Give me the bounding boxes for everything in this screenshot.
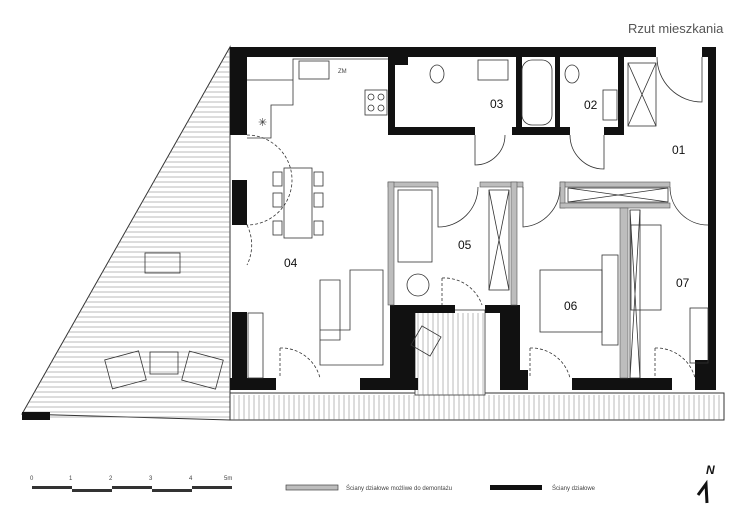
furniture (104, 58, 709, 390)
legend: Ściany działowe możliwe do demontażu Ści… (285, 484, 596, 492)
scale-tick: 5m (224, 476, 232, 482)
legend-swatch-removable (285, 484, 339, 491)
legend-swatch-partition (490, 485, 542, 490)
room-label-06: 06 (564, 299, 578, 313)
room-label-03: 03 (490, 97, 504, 111)
legend-label-partition: Ściany działowe (552, 484, 596, 492)
terrace (21, 45, 231, 421)
ventilation-icon: ✳ (258, 117, 267, 129)
fridge-label: ZM (338, 69, 347, 75)
balcony (229, 309, 725, 421)
scale-bar: 0 1 2 3 4 5m (30, 476, 232, 492)
north-arrow-icon: N (696, 463, 715, 504)
scale-tick: 3 (149, 476, 153, 482)
room-label-05: 05 (458, 238, 472, 252)
room-label-02: 02 (584, 98, 598, 112)
legend-label-removable: Ściany działowe możliwe do demontażu (346, 484, 452, 492)
walls (230, 47, 716, 390)
scale-tick: 0 (30, 476, 34, 482)
doors (246, 56, 709, 379)
scale-tick: 1 (69, 476, 73, 482)
room-label-04: 04 (284, 256, 298, 270)
plan-title: Rzut mieszkania (628, 21, 724, 36)
north-label: N (706, 463, 715, 477)
room-label-07: 07 (676, 276, 690, 290)
removable-walls (387, 181, 671, 379)
scale-tick: 4 (189, 476, 193, 482)
room-label-01: 01 (672, 143, 686, 157)
scale-tick: 2 (109, 476, 113, 482)
